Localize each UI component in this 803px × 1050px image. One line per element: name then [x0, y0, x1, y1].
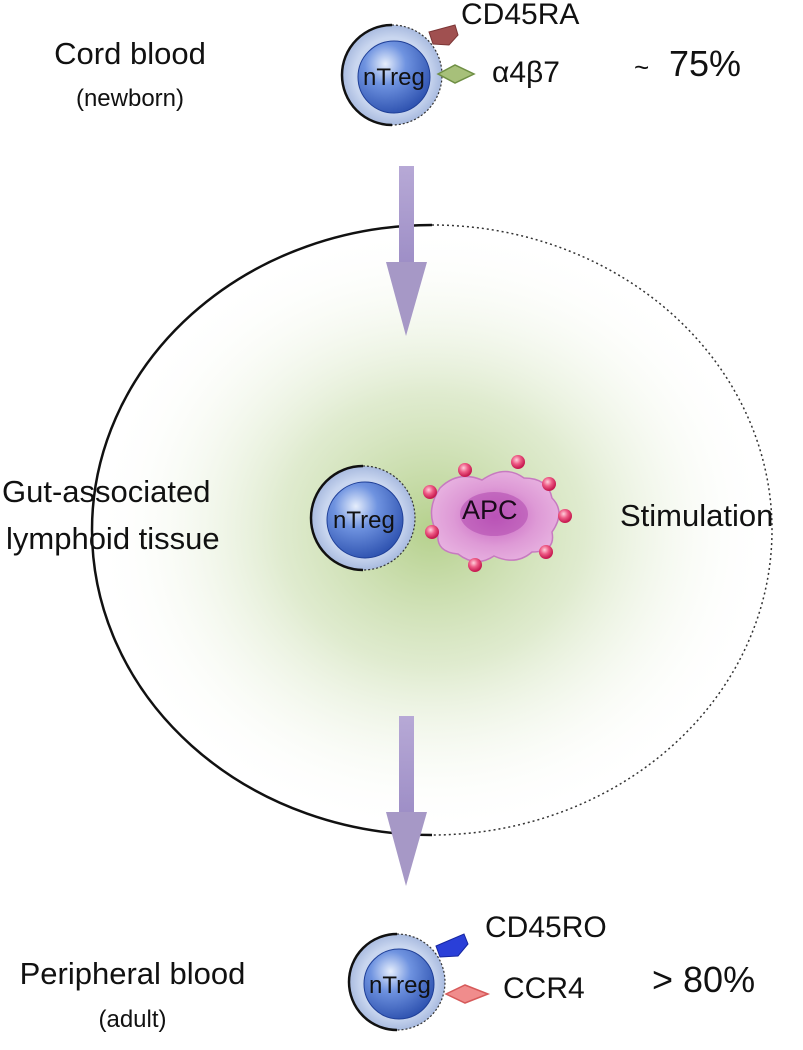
- apc-cell-icon: [430, 470, 560, 563]
- ntreg-label: nTreg: [363, 64, 425, 91]
- gut-lymphoid-label-line1: Gut-associated: [2, 474, 211, 509]
- stimulation-label: Stimulation: [620, 498, 774, 533]
- ccr4-marker-icon: [444, 984, 491, 1004]
- newborn-label: (newborn): [75, 85, 185, 112]
- ntreg-label: nTreg: [369, 972, 431, 999]
- cord-blood-label: Cord blood: [54, 36, 206, 71]
- ntreg-cell-icon: [340, 23, 443, 127]
- cd45ro-marker-icon: [435, 933, 469, 958]
- adult-label: (adult): [98, 1006, 167, 1033]
- apc-receptor-dots: [423, 455, 572, 572]
- ntreg-cell-icon: [309, 464, 416, 572]
- approx-symbol: ~: [634, 52, 650, 82]
- arrow-down-icon: [386, 716, 427, 886]
- cd45ro-label: CD45RO: [485, 911, 607, 944]
- alpha4beta7-label: α4β7: [492, 56, 560, 89]
- cd45ra-label: CD45RA: [461, 0, 580, 31]
- peripheral-blood-label: Peripheral blood: [19, 956, 246, 991]
- gut-lymphoid-label-line2: lymphoid tissue: [6, 521, 220, 556]
- apc-label: APC: [462, 495, 518, 525]
- cd45ra-marker-icon: [428, 24, 459, 46]
- ccr4-label: CCR4: [503, 972, 585, 1005]
- percent-top: 75%: [669, 43, 742, 84]
- ntreg-label: nTreg: [333, 507, 395, 534]
- percent-bottom: > 80%: [652, 959, 756, 1000]
- arrow-down-icon: [386, 166, 427, 336]
- alpha4beta7-marker-icon: [436, 64, 476, 84]
- ntreg-cell-icon: [347, 932, 446, 1032]
